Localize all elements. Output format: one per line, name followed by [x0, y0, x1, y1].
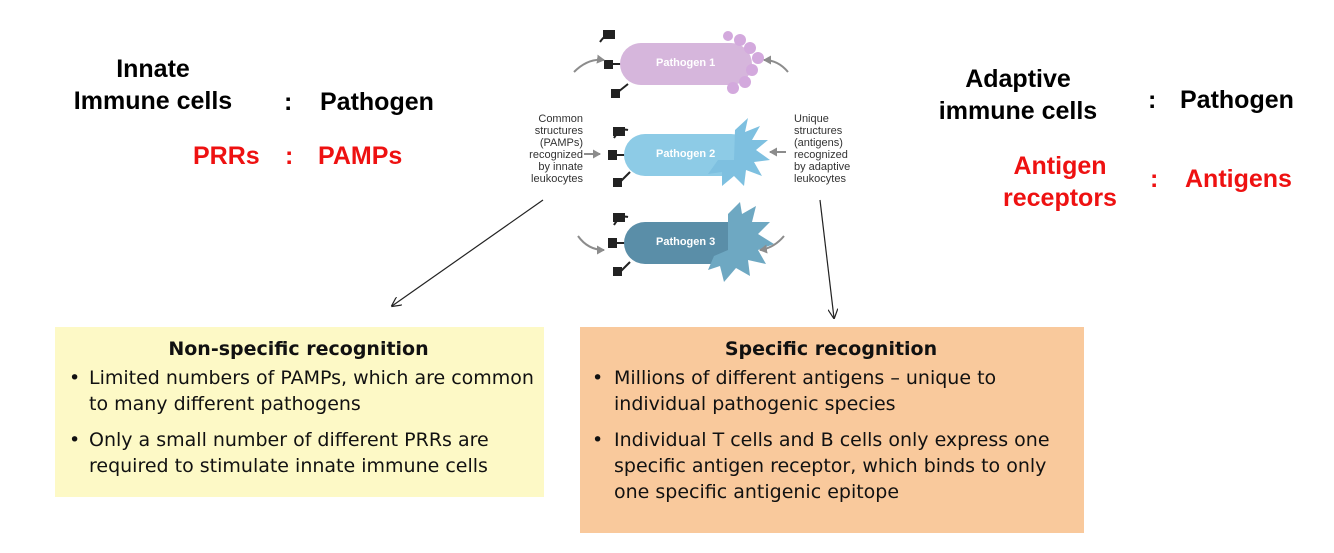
adaptive-title: Adaptive immune cells: [920, 63, 1116, 127]
innate-title: Innate Immune cells: [58, 53, 248, 117]
nonspecific-bullet: Only a small number of different PRRs ar…: [59, 427, 538, 479]
antigens-colon: :: [1150, 165, 1159, 193]
innate-title-line1: Innate: [116, 55, 190, 83]
pamps-label: PAMPs: [318, 142, 403, 170]
pathogen-3-label: Pathogen 3: [656, 236, 716, 248]
specific-recognition-box: Specific recognition Millions of differe…: [580, 327, 1084, 533]
specific-bullets: Millions of different antigens – unique …: [584, 365, 1078, 505]
caption-right-line: Unique: [794, 113, 829, 125]
caption-right-line: by adaptive: [794, 161, 851, 173]
prrs-colon: :: [285, 142, 294, 170]
caption-right-line: structures: [794, 125, 843, 137]
specific-title: Specific recognition: [724, 338, 938, 360]
caption-left-line: recognized: [529, 149, 583, 161]
prrs-label: PRRs: [193, 142, 260, 170]
specific-bullet: Millions of different antigens – unique …: [584, 365, 1078, 417]
antigens-label: Antigens: [1185, 165, 1292, 193]
nonspecific-recognition-box: Non-specific recognition Limited numbers…: [55, 327, 544, 497]
nonspecific-bullet: Limited numbers of PAMPs, which are comm…: [59, 365, 538, 417]
pathogen-2: [584, 118, 786, 187]
caption-right-line: leukocytes: [794, 173, 846, 185]
innate-title-line2: Immune cells: [73, 87, 233, 115]
pathogen-1: [573, 30, 789, 98]
caption-left-line: by innate: [538, 161, 583, 173]
antigen-receptors-line2: receptors: [1003, 184, 1117, 212]
pathogen-3: [577, 202, 785, 282]
pathogen-1-body: [620, 43, 752, 85]
antigen-receptors-label: Antigen receptors: [975, 150, 1145, 214]
caption-right-line: recognized: [794, 149, 848, 161]
innate-colon: :: [284, 88, 293, 116]
caption-left-line: leukocytes: [531, 173, 583, 185]
arrow-to-specific: [819, 199, 834, 318]
caption-right-line: (antigens): [794, 137, 843, 149]
arrow-to-nonspecific: [392, 199, 544, 306]
pathogen-3-body: [624, 222, 750, 264]
nonspecific-bullets: Limited numbers of PAMPs, which are comm…: [59, 365, 538, 479]
pathogen-2-label: Pathogen 2: [656, 148, 716, 160]
specific-bullet: Individual T cells and B cells only expr…: [584, 427, 1078, 505]
caption-left-line: structures: [534, 125, 583, 137]
nonspecific-title: Non-specific recognition: [168, 338, 429, 360]
pathogen-1-label: Pathogen 1: [656, 57, 716, 69]
caption-left-line: (PAMPs): [539, 137, 583, 149]
caption-right: Unique structures (antigens) recognized …: [794, 113, 884, 185]
caption-left-line: Common: [538, 113, 583, 125]
adaptive-pathogen: Pathogen: [1180, 86, 1294, 114]
adaptive-title-line2: immune cells: [938, 97, 1098, 125]
antigen-receptors-line1: Antigen: [1013, 152, 1107, 180]
innate-pathogen: Pathogen: [320, 88, 434, 116]
adaptive-title-line1: Adaptive: [965, 65, 1071, 93]
caption-left: Common structures (PAMPs) recognized by …: [505, 113, 583, 185]
adaptive-colon: :: [1148, 86, 1157, 114]
